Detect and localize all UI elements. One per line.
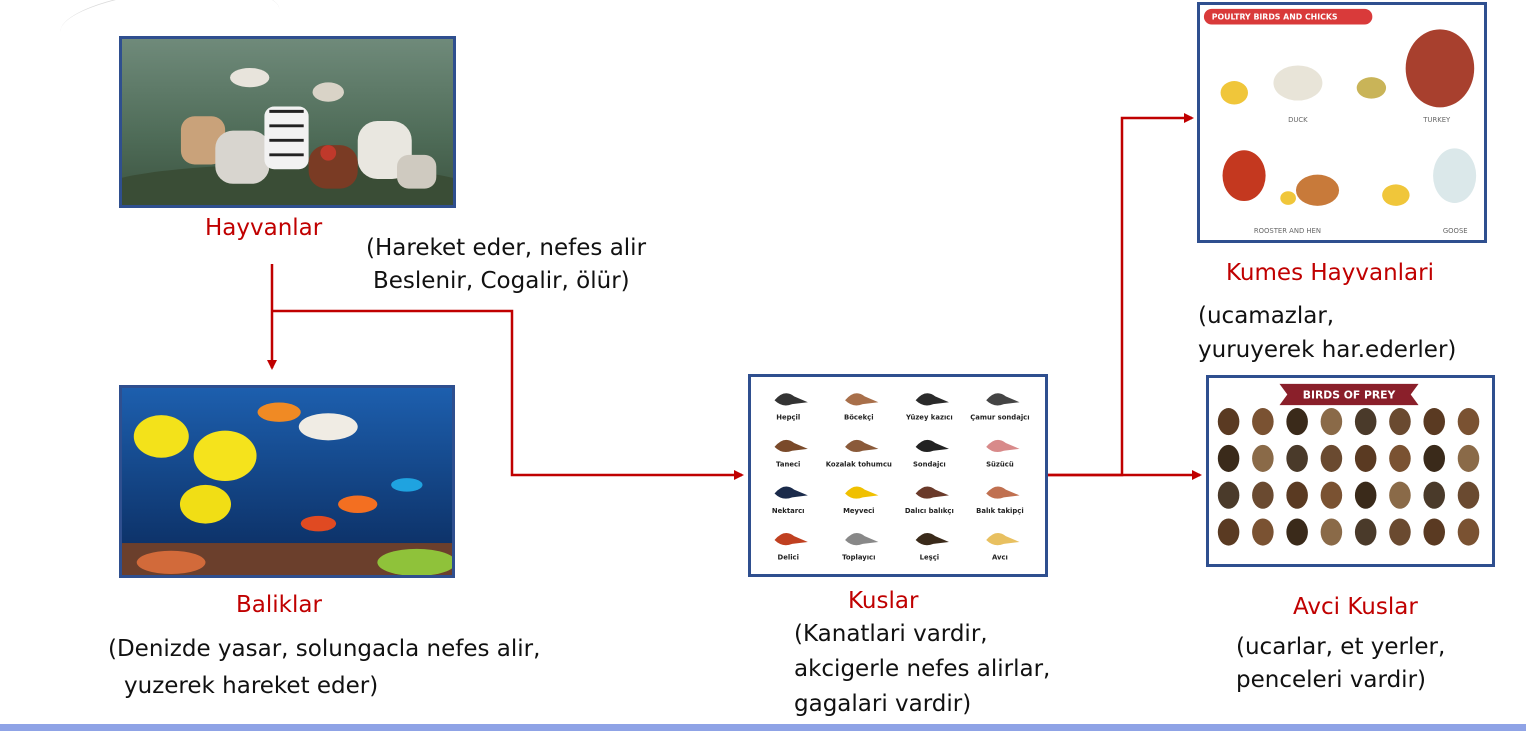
beak-label: Yüzey kazıcı (905, 414, 953, 422)
fish-image (119, 385, 455, 578)
beak-label: Toplayıcı (842, 553, 875, 561)
prey-bird-icon (1389, 444, 1411, 472)
avci-desc-line-2: penceleri vardir) (1236, 667, 1426, 693)
beak-label: Çamur sondajcı (970, 414, 1029, 422)
avci-desc-line-1: (ucarlar, et yerler, (1236, 634, 1446, 660)
prey-bird-icon (1354, 444, 1377, 472)
prey-bird-icon (1286, 444, 1308, 472)
beak-label: Sondajcı (913, 460, 946, 468)
prey-bird-icon (1320, 518, 1343, 546)
beak-label: Delici (778, 553, 799, 561)
beak-icon (915, 393, 949, 406)
baliklar-desc-line-2: yuzerek hareket eder) (124, 673, 379, 699)
prey-bird-icon (1286, 408, 1308, 436)
hayvanlar-title: Hayvanlar (205, 215, 323, 241)
prey-bird-icon (1286, 481, 1308, 509)
beak-label: Taneci (776, 460, 800, 468)
prey-bird-icon (1354, 408, 1377, 436)
prey-bird-icon (1423, 481, 1445, 509)
beak-label: Kozalak tohumcu (826, 460, 892, 468)
beak-label: Avcı (992, 553, 1008, 561)
beak-icon (774, 486, 808, 499)
label-rooster-hen: ROOSTER AND HEN (1254, 227, 1321, 235)
prey-bird-icon (1354, 481, 1377, 509)
avci-title: Avci Kuslar (1293, 594, 1418, 620)
prey-bird-icon (1286, 518, 1308, 546)
prey-bird-icon (1252, 518, 1274, 546)
beak-icon (915, 533, 949, 546)
baliklar-title: Baliklar (236, 592, 322, 618)
beak-icon (845, 533, 879, 546)
prey-bird-icon (1252, 481, 1274, 509)
prey-banner: BIRDS OF PREY (1303, 388, 1396, 401)
beak-icon (774, 393, 808, 406)
hayvanlar-desc-line-1: (Hareket eder, nefes alir (366, 235, 647, 261)
kumes-desc-line-2: yuruyerek har.ederler) (1198, 337, 1457, 363)
beak-icon (986, 393, 1020, 406)
beak-icon (986, 486, 1020, 499)
prey-bird-icon (1389, 408, 1411, 436)
kuslar-title: Kuslar (848, 588, 919, 614)
prey-bird-icon (1423, 408, 1445, 436)
prey-bird-icon (1320, 444, 1343, 472)
prey-bird-icon (1457, 481, 1480, 509)
prey-bird-icon (1217, 518, 1240, 546)
beak-icon (845, 439, 879, 453)
prey-bird-icon (1423, 518, 1445, 546)
label-turkey: TURKEY (1422, 116, 1451, 124)
prey-bird-icon (1389, 481, 1411, 509)
prey-bird-icon (1320, 481, 1343, 509)
label-duck: DUCK (1288, 116, 1308, 124)
label-goose: GOOSE (1443, 227, 1468, 235)
animals-image (119, 36, 456, 208)
beak-label: Süzücü (986, 460, 1014, 468)
kuslar-desc-line-1: (Kanatlari vardir, (794, 621, 988, 647)
beak-icon (986, 533, 1020, 546)
beak-label: Dalıcı balıkçı (905, 507, 954, 515)
prey-bird-icon (1252, 408, 1274, 436)
kumes-desc-line-1: (ucamazlar, (1198, 303, 1335, 329)
beak-icon (845, 486, 879, 499)
prey-bird-icon (1252, 444, 1274, 472)
bottom-bar (0, 724, 1526, 731)
prey-bird-icon (1354, 518, 1377, 546)
birds-of-prey-image: BIRDS OF PREY (1206, 375, 1495, 567)
prey-bird-icon (1457, 408, 1480, 436)
poultry-image: POULTRY BIRDS AND CHICKS DUCK TURKEY ROO… (1197, 2, 1487, 243)
baliklar-desc-line-1: (Denizde yasar, solungacla nefes alir, (108, 636, 541, 662)
beak-icon (774, 439, 808, 453)
beak-label: Nektarcı (772, 507, 805, 515)
kuslar-desc-line-3: gagalari vardir) (794, 691, 972, 717)
beak-label: Böcekçi (844, 414, 874, 422)
beak-label: Leşçi (920, 553, 939, 561)
beak-icon (915, 439, 949, 453)
beak-icon (986, 439, 1020, 453)
prey-bird-icon (1457, 518, 1480, 546)
prey-bird-icon (1389, 518, 1411, 546)
prey-bird-icon (1457, 444, 1480, 472)
beak-label: Balık takipçi (976, 507, 1024, 515)
hayvanlar-desc-line-2: Beslenir, Cogalir, ölür) (373, 268, 630, 294)
prey-bird-icon (1320, 408, 1343, 436)
arrow-hayvanlar-to-kuslar (272, 309, 744, 480)
beak-icon (845, 393, 879, 406)
beak-icon (915, 486, 949, 499)
prey-bird-icon (1217, 444, 1240, 472)
kumes-title: Kumes Hayvanlari (1226, 260, 1434, 286)
prey-bird-icon (1217, 481, 1240, 509)
beak-label: Meyveci (843, 507, 874, 515)
arrow-kuslar-to-kumes (1048, 113, 1194, 477)
beak-icon (774, 533, 808, 546)
kuslar-desc-line-2: akcigerle nefes alirlar, (794, 656, 1051, 682)
prey-bird-icon (1423, 444, 1445, 472)
beak-label: Hepçil (776, 414, 800, 422)
poultry-banner: POULTRY BIRDS AND CHICKS (1212, 13, 1338, 22)
prey-bird-icon (1217, 408, 1240, 436)
